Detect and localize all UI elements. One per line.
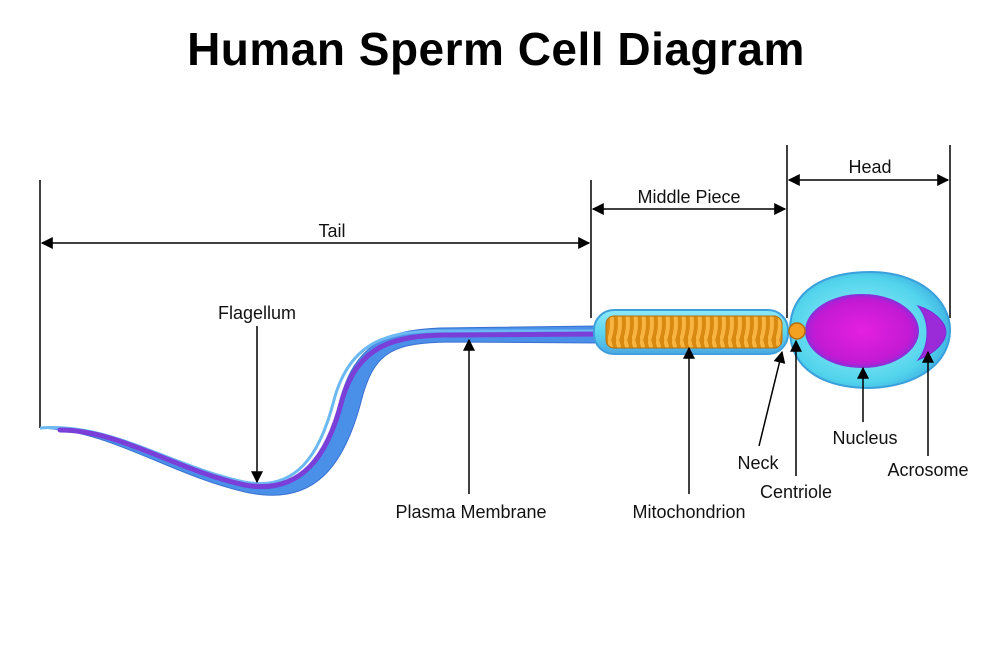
label-middle-piece: Middle Piece bbox=[637, 187, 740, 207]
acrosome-shape bbox=[916, 305, 947, 362]
label-flagellum: Flagellum bbox=[218, 303, 296, 323]
mitochondrion-spiral bbox=[605, 315, 783, 349]
label-neck: Neck bbox=[737, 453, 779, 473]
sperm-tail bbox=[39, 325, 601, 496]
pointer-arrows bbox=[251, 326, 934, 494]
centriole-shape bbox=[788, 322, 806, 340]
nucleus-shape bbox=[805, 294, 919, 368]
dimension-lines bbox=[39, 145, 951, 428]
label-mitochondrion: Mitochondrion bbox=[632, 502, 745, 522]
label-tail: Tail bbox=[318, 221, 345, 241]
sperm-head bbox=[788, 270, 952, 390]
label-centriole: Centriole bbox=[760, 482, 832, 502]
labels: Tail Middle Piece Head Flagellum Plasma … bbox=[218, 157, 969, 522]
label-nucleus: Nucleus bbox=[832, 428, 897, 448]
diagram-title: Human Sperm Cell Diagram bbox=[187, 23, 805, 75]
label-plasma-membrane: Plasma Membrane bbox=[395, 502, 546, 522]
label-head: Head bbox=[848, 157, 891, 177]
label-acrosome: Acrosome bbox=[887, 460, 968, 480]
middle-piece bbox=[593, 309, 789, 355]
